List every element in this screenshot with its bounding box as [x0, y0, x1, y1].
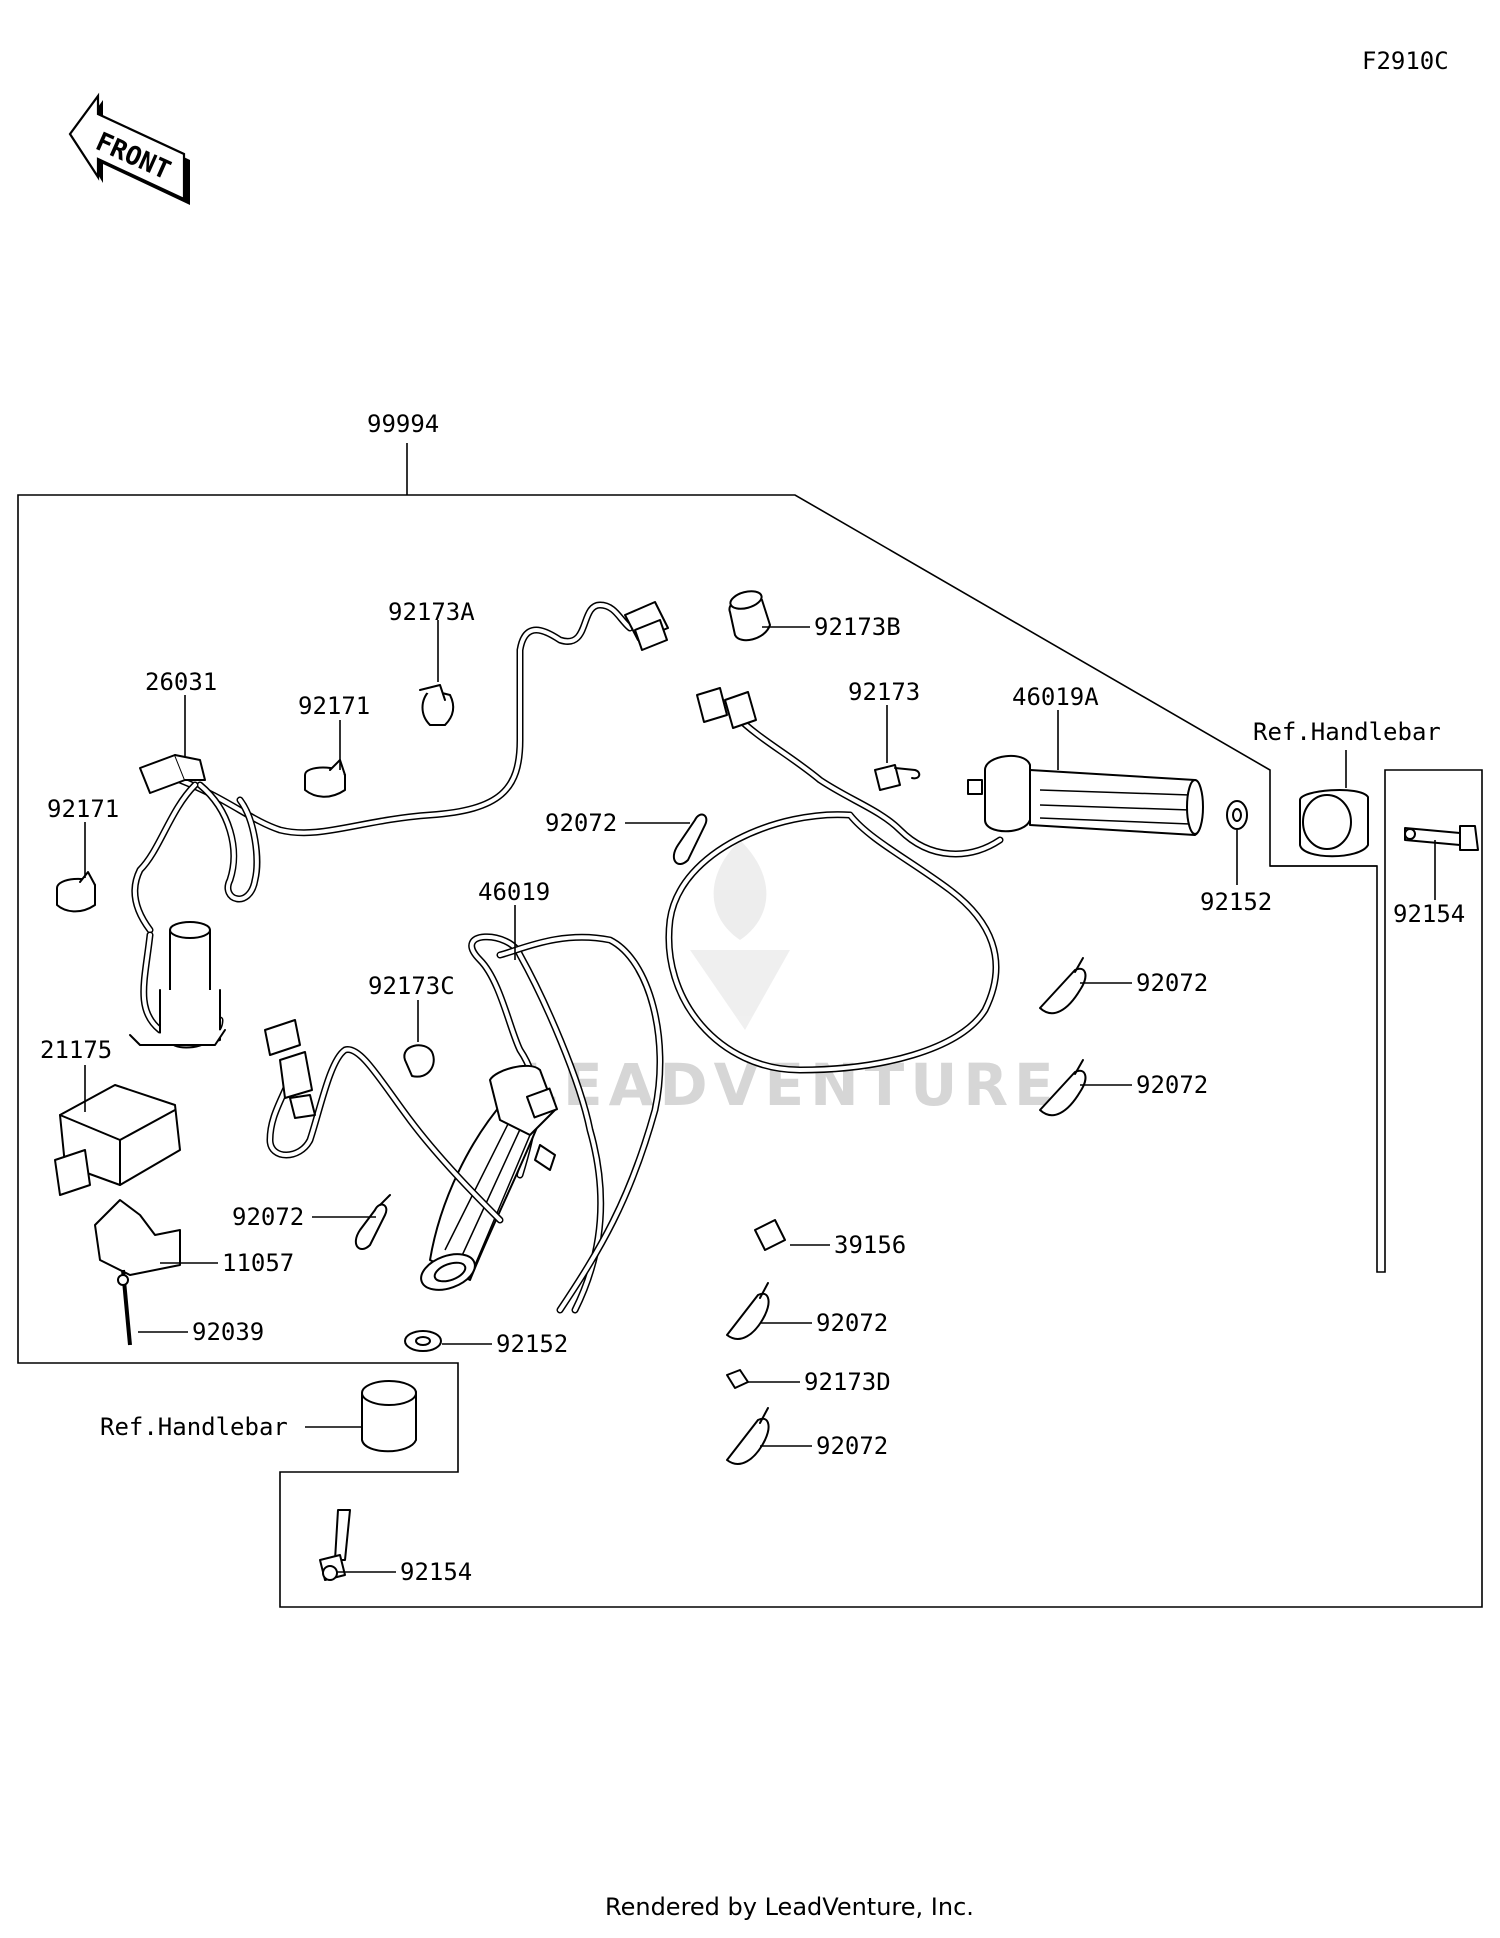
screw-92039: [117, 1269, 132, 1346]
band-92072-c: [1039, 1059, 1087, 1117]
watermark-text: LEADVENTURE: [520, 1051, 1060, 1119]
washer-92152-left: [404, 1330, 442, 1352]
bolt-92154-left: [319, 1509, 351, 1581]
ref-handlebar-left: Ref.Handlebar: [100, 1413, 288, 1441]
bracket-11057: [94, 1199, 181, 1276]
handlebar-end-right: [1299, 788, 1369, 858]
clip-92173D: [726, 1369, 749, 1389]
callout-92154-left: 92154: [400, 1558, 472, 1586]
callout-11057: 11057: [222, 1249, 294, 1277]
callout-92154-right: 92154: [1393, 900, 1465, 928]
clamp-92171-left: [56, 871, 96, 913]
callout-92072-d: 92072: [232, 1203, 304, 1231]
bolt-92154-right: [1404, 825, 1479, 851]
grip-connector-left: [264, 1019, 504, 1224]
clamp-92171-top: [304, 759, 346, 798]
left-wiring-harness: [129, 601, 634, 1049]
heated-grip-46019: [420, 933, 664, 1314]
band-92072-a: [672, 813, 708, 865]
callout-92173D: 92173D: [804, 1368, 891, 1396]
callout-92171-top: 92171: [298, 692, 370, 720]
band-92072-d: [354, 1194, 391, 1250]
washer-92152-right: [1226, 800, 1248, 830]
heated-grip-46019A: [967, 754, 1204, 836]
callout-92152-right: 92152: [1200, 888, 1272, 916]
callout-92152-left: 92152: [496, 1330, 568, 1358]
front-arrow-icon: FRONT: [68, 92, 190, 205]
relay-21175: [54, 1084, 181, 1196]
callout-92072-f: 92072: [816, 1432, 888, 1460]
tag-39156: [754, 1219, 786, 1251]
callout-46019A: 46019A: [1012, 683, 1099, 711]
callout-92173: 92173: [848, 678, 920, 706]
callout-39156: 39156: [834, 1231, 906, 1259]
callout-92072-a: 92072: [545, 809, 617, 837]
band-92072-e: [726, 1282, 770, 1340]
footer-credit: Rendered by LeadVenture, Inc.: [605, 1893, 974, 1921]
watermark-logo: [690, 840, 790, 1030]
callout-99994: 99994: [367, 410, 439, 438]
callout-26031: 26031: [145, 668, 217, 696]
figure-code: F2910C: [1362, 47, 1449, 75]
grommet-92173B: [728, 590, 771, 642]
grip-connector-right: [696, 687, 757, 729]
callout-92173B: 92173B: [814, 613, 901, 641]
band-92072-b: [1039, 957, 1087, 1015]
callout-21175: 21175: [40, 1036, 112, 1064]
callout-92039: 92039: [192, 1318, 264, 1346]
harness-connector-top: [624, 601, 669, 651]
clip-92173A: [419, 684, 455, 726]
connector-26031: [139, 754, 206, 794]
ref-handlebar-right: Ref.Handlebar: [1253, 718, 1441, 746]
callout-92173C: 92173C: [368, 972, 455, 1000]
callout-92173A: 92173A: [388, 598, 475, 626]
right-grip-wiring: [665, 711, 1004, 1074]
callout-92171-left: 92171: [47, 795, 119, 823]
clip-92173: [874, 764, 921, 791]
handlebar-end-left: [361, 1380, 417, 1453]
callout-46019: 46019: [478, 878, 550, 906]
callout-92072-b: 92072: [1136, 969, 1208, 997]
kit-outline: [17, 494, 1483, 1608]
band-92072-f: [726, 1407, 770, 1465]
callout-92072-c: 92072: [1136, 1071, 1208, 1099]
callout-92072-e: 92072: [816, 1309, 888, 1337]
grommet-92173C: [403, 1044, 435, 1078]
